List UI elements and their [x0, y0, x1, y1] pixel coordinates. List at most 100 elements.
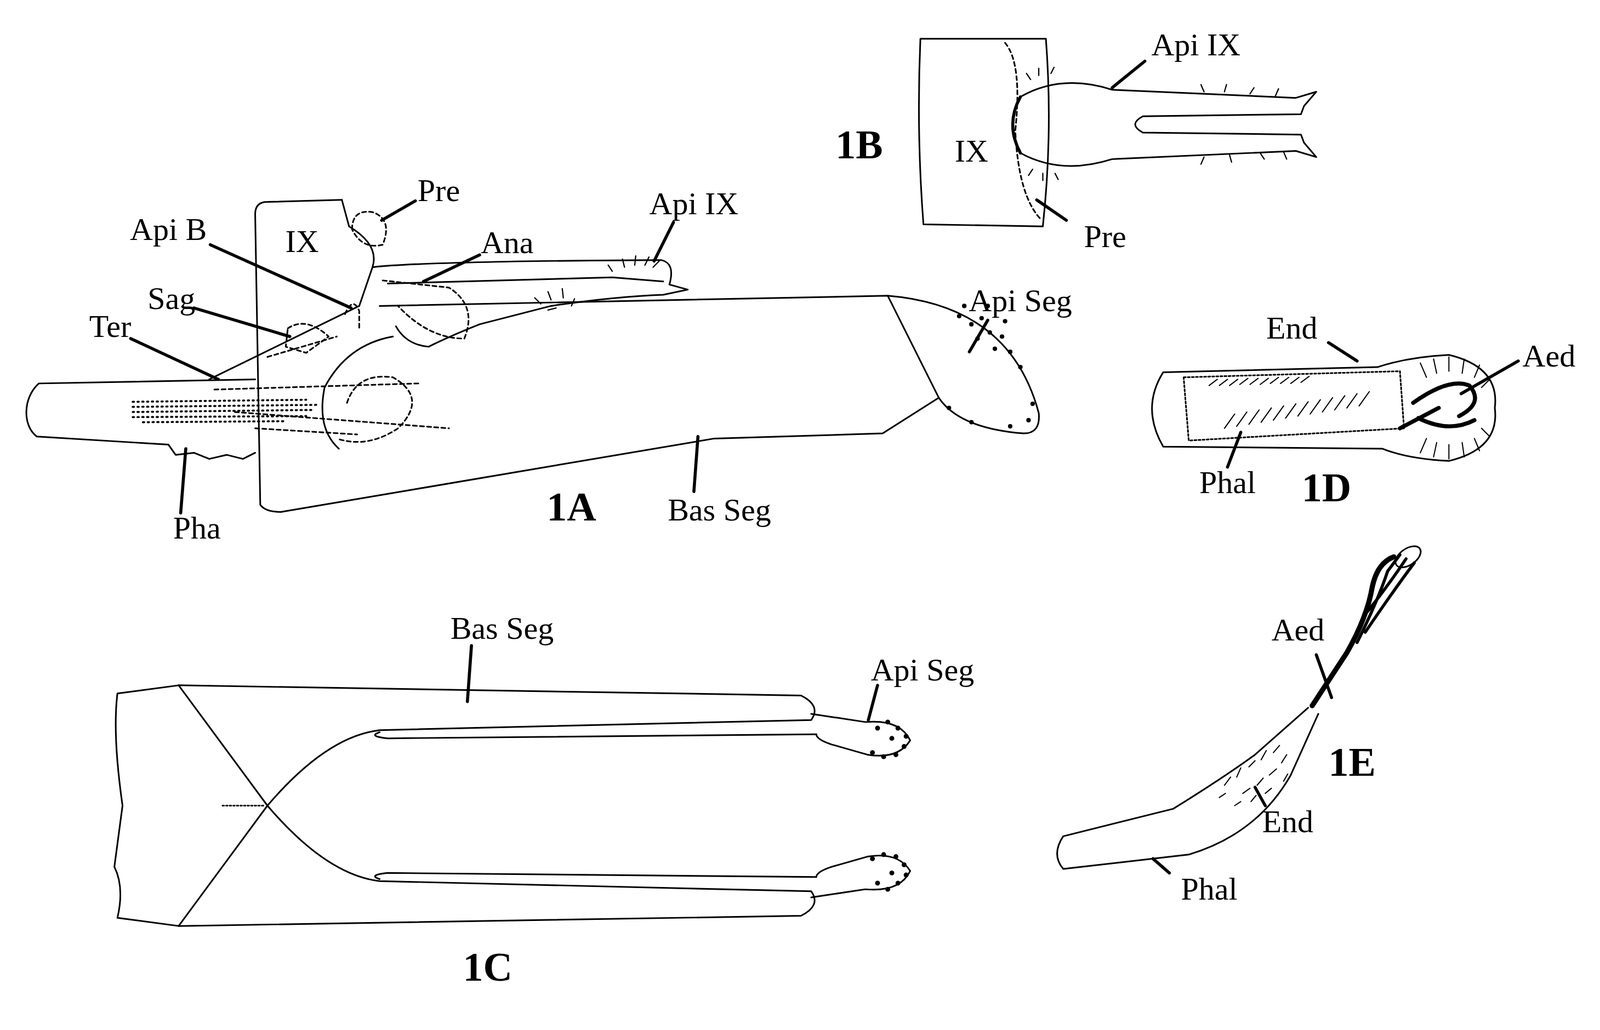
drawing-stroke: [1005, 42, 1041, 220]
drawing-stroke: [534, 255, 660, 311]
drawing-stroke: [214, 336, 449, 435]
part-label: End: [1266, 312, 1318, 345]
drawing-stroke: [874, 726, 880, 732]
drawing-stroke: [423, 254, 480, 282]
part-label: Api IX: [649, 188, 739, 220]
figure-1a: [26, 200, 1039, 513]
hatching: [1209, 376, 1370, 429]
figure-number: 1D: [1301, 467, 1352, 509]
setae: [534, 255, 660, 311]
setae: [1026, 67, 1288, 181]
drawing-stroke: [1209, 376, 1309, 386]
part-label: Phal: [1199, 467, 1256, 499]
endotheca-spines: [1219, 746, 1289, 807]
part-label: IX: [285, 225, 319, 258]
drawing-stroke: [1012, 97, 1021, 153]
part-label: IX: [954, 135, 989, 168]
drawing-stroke: [1008, 424, 1013, 429]
apical-dots: [946, 303, 1035, 429]
drawing-stroke: [961, 303, 967, 309]
drawing-stroke: [903, 733, 909, 739]
drawing-stroke: [222, 805, 264, 807]
drawing-stroke: [1017, 365, 1023, 370]
part-label: Ter: [89, 310, 132, 343]
drawing-stroke: [1227, 432, 1241, 468]
drawing-stroke: [180, 448, 186, 514]
part-label: Pha: [173, 512, 221, 545]
leader-lines: [130, 61, 1518, 874]
drawing-stroke: [969, 420, 974, 425]
figure-number: 1E: [1328, 742, 1376, 783]
figure-1b: [918, 38, 1317, 227]
drawing-stroke: [889, 870, 895, 876]
drawing-stroke: [1036, 200, 1067, 221]
drawing-stroke: [210, 245, 352, 309]
basal-plate: [114, 685, 179, 927]
segment-ix-plate: [918, 38, 1049, 227]
figure-1d: [1152, 355, 1496, 462]
drawing-stroke: [901, 862, 907, 868]
drawing-stroke: [1173, 708, 1309, 810]
figure-number: 1B: [835, 124, 883, 165]
drawing-stroke: [1316, 655, 1332, 698]
stipple: [132, 400, 317, 423]
apical-dots: [869, 719, 909, 892]
drawing-stroke: [1413, 383, 1476, 417]
figure-number: 1C: [463, 947, 513, 988]
drawing-stroke: [1224, 391, 1370, 429]
aedeagus: [1399, 383, 1476, 429]
drawing-stroke: [1418, 418, 1475, 427]
apical-segment-outline: [811, 856, 911, 898]
drawing-stroke: [869, 750, 875, 756]
part-label: Aed: [1522, 340, 1576, 373]
drawing-stroke: [1219, 746, 1289, 807]
drawing-stroke: [1026, 67, 1059, 181]
basal-segment-outline: [178, 685, 815, 807]
drawing-stroke: [1391, 542, 1425, 572]
part-label: Api IX: [1151, 29, 1241, 61]
drawing-stroke: [874, 880, 880, 886]
drawing-stroke: [885, 887, 891, 893]
basal-segment-outline: [379, 295, 939, 491]
phallus-outline: [26, 379, 255, 459]
drawing-stroke: [1461, 361, 1519, 395]
phallus-outline: [1152, 355, 1496, 462]
drawing-stroke: [1153, 858, 1170, 874]
drawing-stroke: [885, 719, 891, 725]
apical-process-fork: [1020, 83, 1317, 167]
drawing-stroke: [1183, 371, 1404, 442]
drawing-stroke: [1357, 555, 1415, 643]
segment-ix-outline: [342, 200, 374, 307]
figure-number: 1A: [546, 486, 596, 528]
drawing-stroke: [957, 314, 962, 319]
drawing-stroke: [969, 322, 974, 327]
drawing-stroke: [895, 726, 901, 732]
part-label: End: [1262, 806, 1314, 839]
apical-segment-outline: [811, 714, 911, 756]
part-label: Pre: [417, 174, 460, 207]
basal-segment-outline: [178, 805, 815, 927]
drawing-stroke: [1112, 61, 1146, 88]
drawing-stroke: [381, 201, 415, 221]
part-label: Api Seg: [870, 654, 975, 687]
drawing-stroke: [895, 880, 901, 886]
drawing-stroke: [881, 754, 887, 760]
drawing-stroke: [653, 222, 674, 262]
part-label: Api Seg: [968, 285, 1073, 317]
drawing-stroke: [869, 856, 875, 862]
drawing-stroke: [1255, 787, 1266, 807]
drawing-stroke: [893, 752, 899, 758]
drawing-stroke: [374, 732, 817, 880]
drawing-stroke: [1420, 356, 1490, 459]
drawing-stroke: [1399, 408, 1439, 429]
drawing-stroke: [693, 436, 698, 493]
drawing-stroke: [881, 852, 887, 858]
drawing-stroke: [351, 211, 386, 246]
drawing-stroke: [946, 405, 952, 411]
drawing-stroke: [889, 736, 895, 742]
part-label: Bas Seg: [450, 612, 555, 645]
drawing-stroke: [285, 323, 329, 353]
drawing-stroke: [1200, 84, 1287, 164]
